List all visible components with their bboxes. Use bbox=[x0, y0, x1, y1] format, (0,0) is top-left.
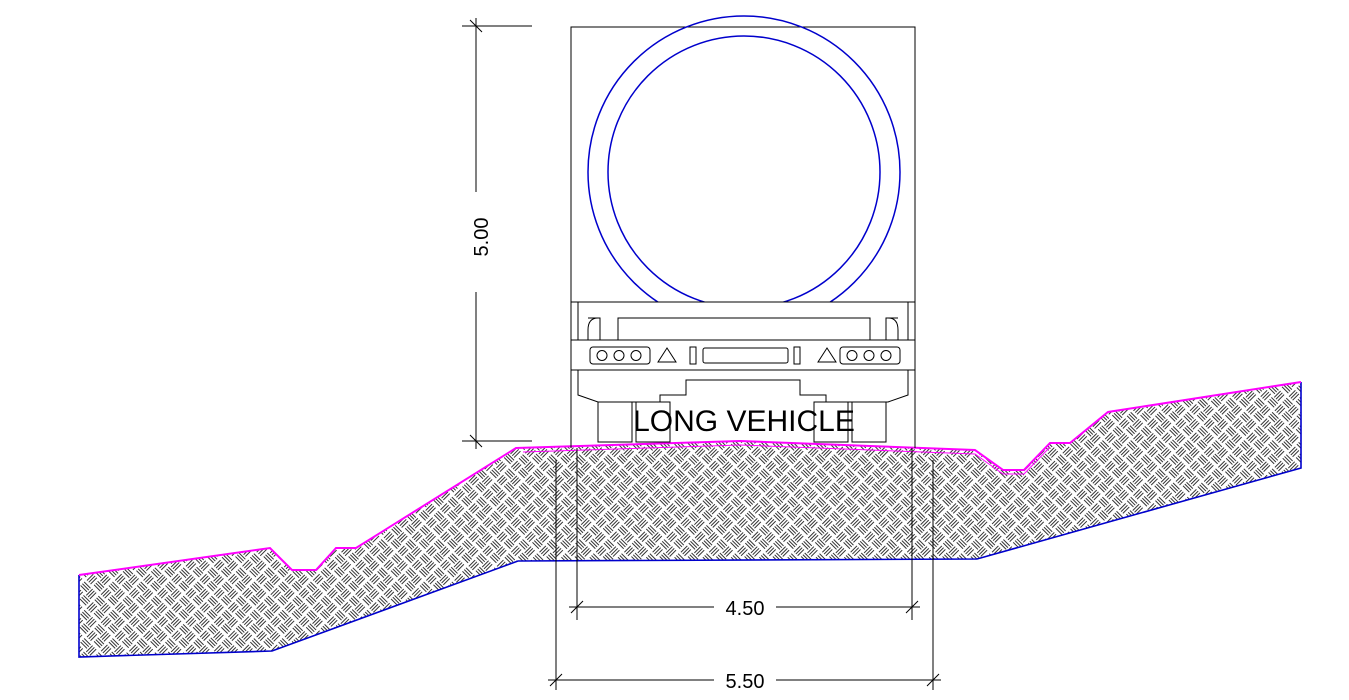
ground-bottom-line bbox=[78, 382, 1302, 658]
lower-body bbox=[577, 370, 909, 403]
left-inner-wheel bbox=[635, 401, 671, 443]
chassis-frame bbox=[577, 302, 909, 340]
carriageway-dimension bbox=[569, 448, 920, 620]
carriageway-tick-right bbox=[905, 600, 919, 614]
carriageway-tick-left bbox=[570, 600, 584, 614]
tail-light-cluster-icon bbox=[839, 346, 901, 365]
formation-dimension bbox=[548, 460, 941, 690]
embankment-fill bbox=[79, 382, 1301, 657]
vehicle-label: LONG VEHICLE bbox=[633, 405, 855, 438]
height-dimension-label: 5.00 bbox=[471, 218, 493, 257]
license-plate-icon bbox=[689, 346, 801, 365]
road-surface-line bbox=[78, 381, 1302, 576]
height-tick-top bbox=[469, 19, 483, 33]
height-dimension bbox=[462, 18, 532, 449]
formation-tick-right bbox=[926, 673, 940, 687]
formation-dimension-label: 5.50 bbox=[726, 671, 765, 693]
carriageway-dimension-label: 4.50 bbox=[726, 598, 765, 620]
rear-bumper bbox=[570, 339, 916, 371]
right-inner-wheel bbox=[813, 401, 849, 443]
left-outer-wheel bbox=[597, 401, 633, 443]
long-vehicle bbox=[560, 15, 930, 448]
formation-tick-left bbox=[549, 673, 563, 687]
tail-light-cluster-icon bbox=[589, 346, 651, 365]
embankment bbox=[78, 381, 1302, 658]
height-tick-bottom bbox=[469, 434, 483, 448]
warning-triangle-icon bbox=[817, 347, 837, 363]
road-surface-line-inner bbox=[522, 444, 1051, 475]
right-outer-wheel bbox=[851, 401, 887, 443]
warning-triangle-icon bbox=[657, 347, 677, 363]
cargo-box bbox=[570, 26, 916, 303]
